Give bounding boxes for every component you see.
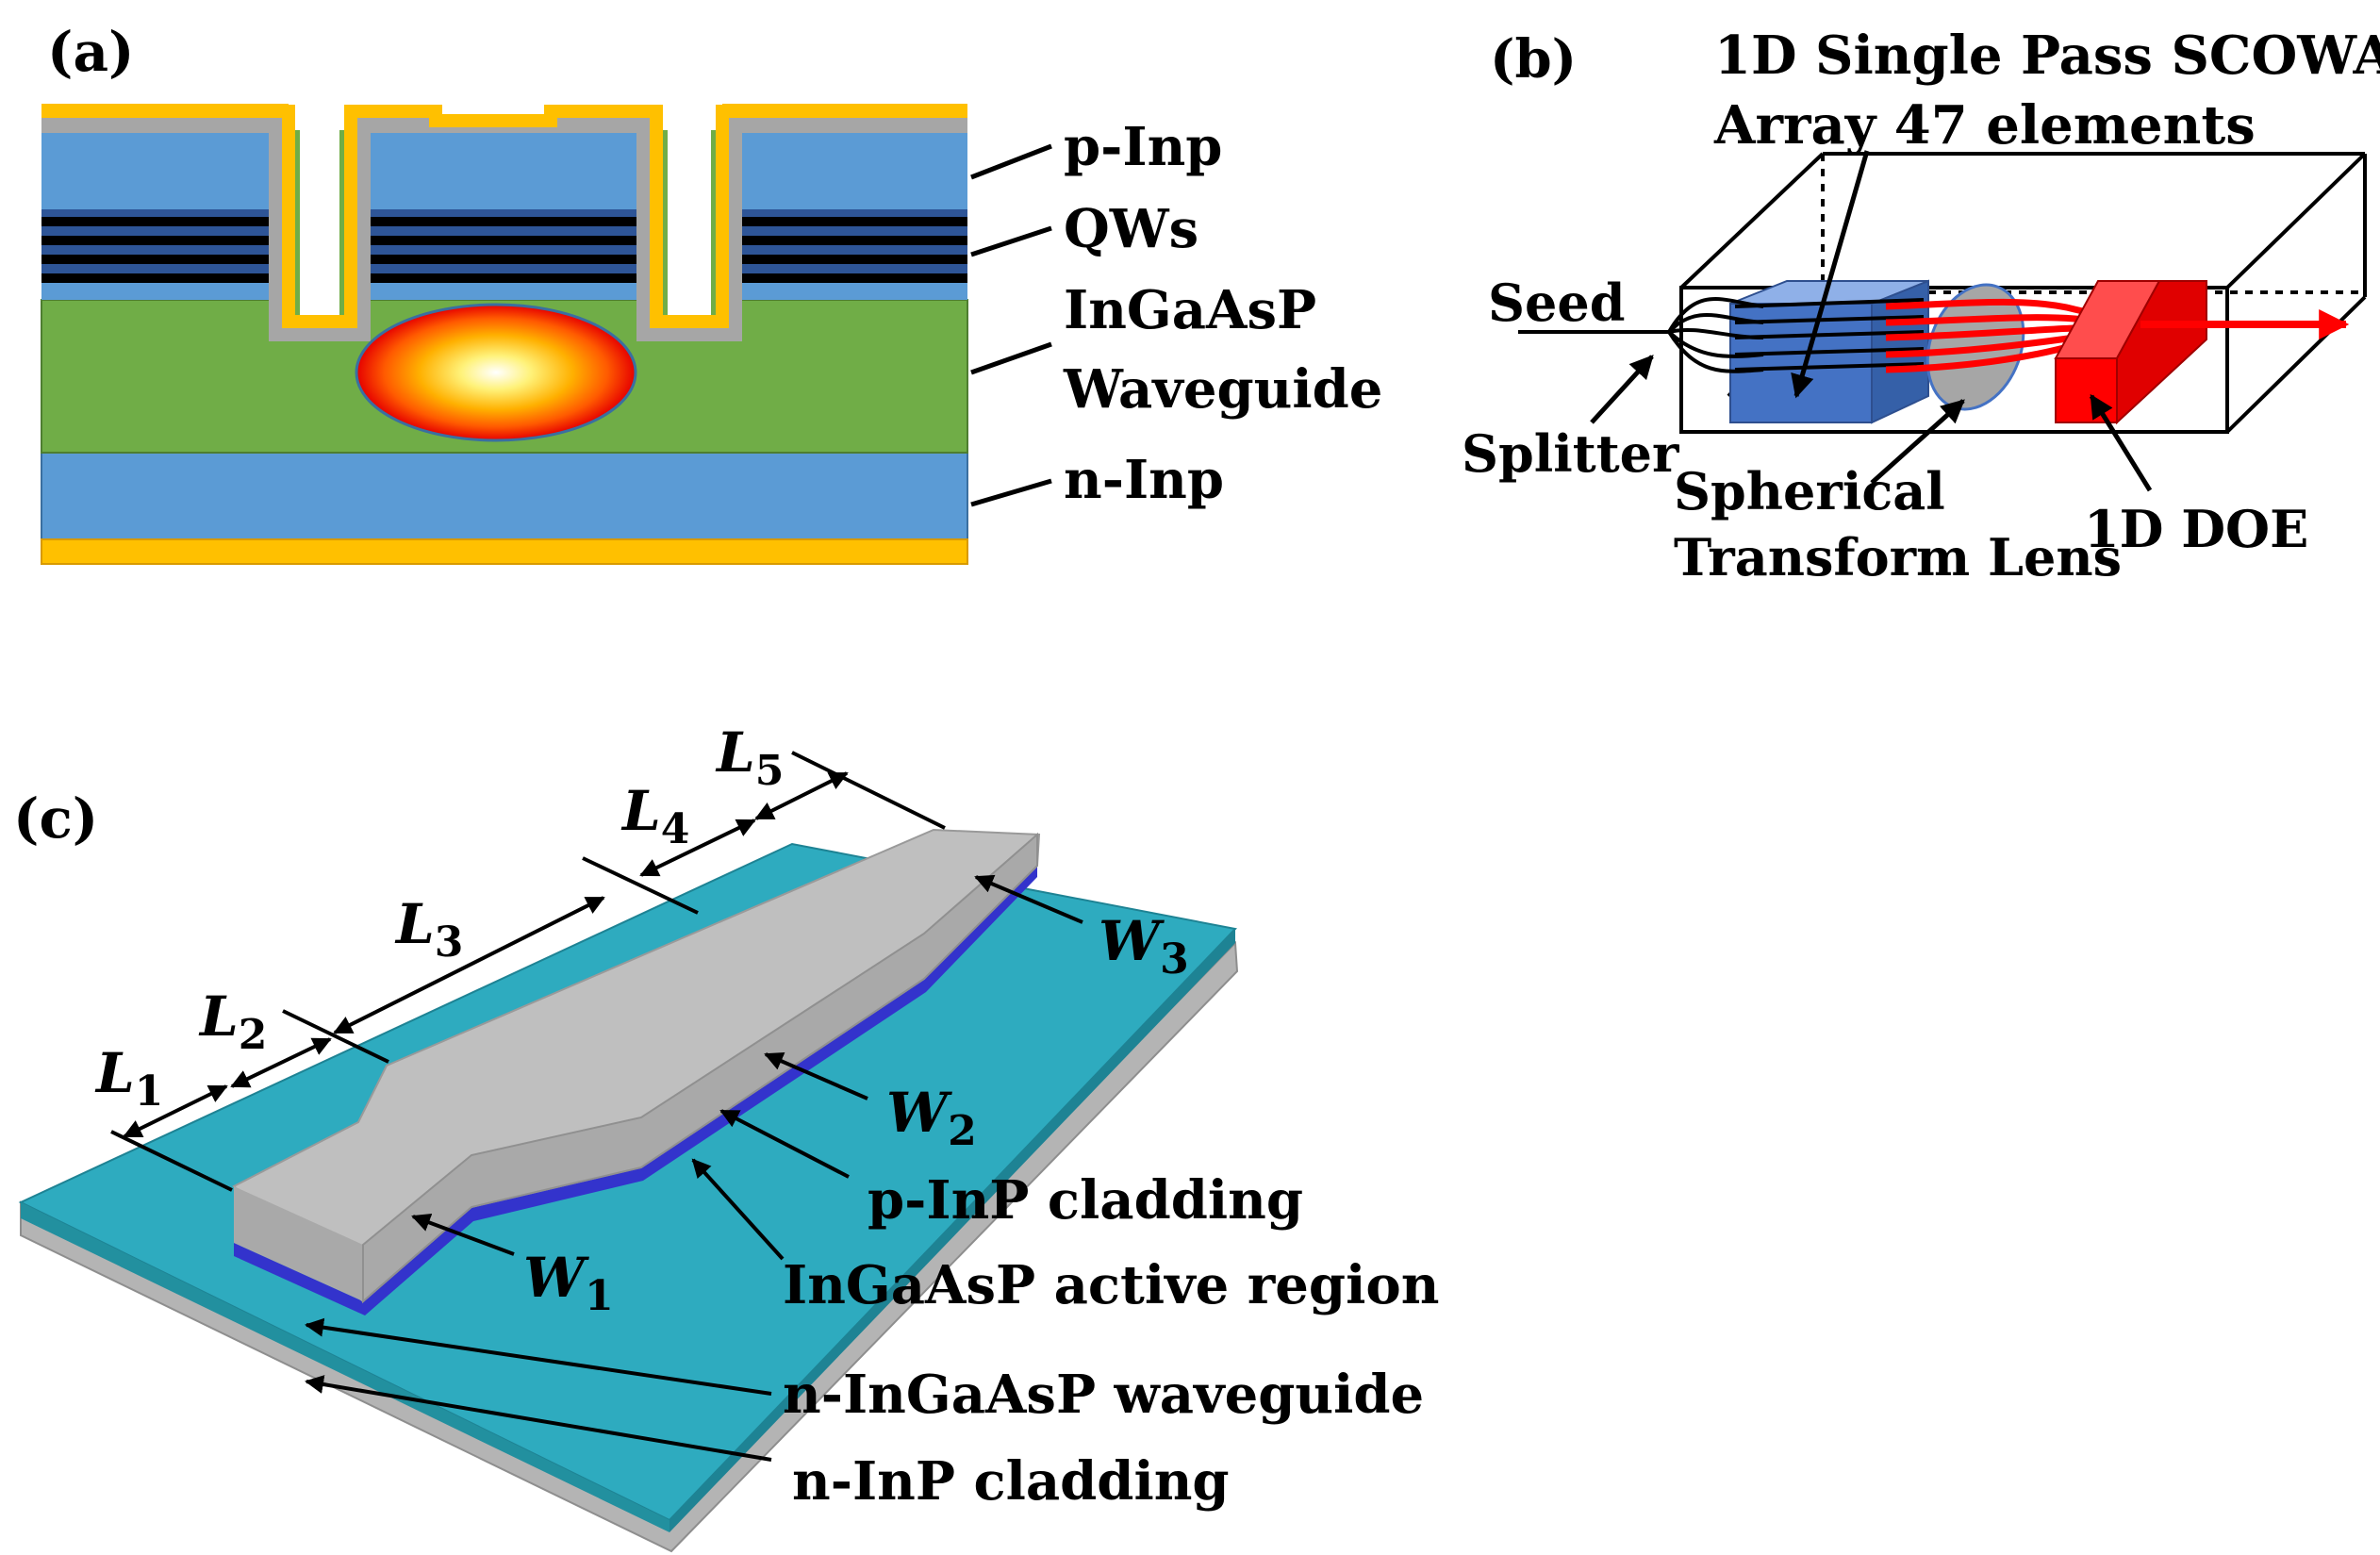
label-lens-1: Spherical bbox=[1674, 461, 1945, 521]
panel-c: (c) L1 L2 L3 L4 L5 bbox=[13, 720, 1439, 1553]
dim-L2: L2 bbox=[198, 984, 267, 1059]
top-contact bbox=[41, 105, 967, 328]
top-contact-bar-right bbox=[722, 104, 967, 115]
leader-p-inp bbox=[970, 143, 1052, 180]
panel-b: (b) 1D Single Pass SCOWA Array 47 elemen… bbox=[1462, 25, 2380, 587]
label-n-waveguide: n-InGaAsP waveguide bbox=[783, 1364, 1424, 1426]
dim-L3: L3 bbox=[394, 892, 463, 967]
width-leaders bbox=[305, 874, 1083, 1462]
n-inp-layer bbox=[41, 452, 968, 546]
leader-lens bbox=[1870, 399, 1965, 485]
leader-n-inp bbox=[970, 478, 1052, 507]
optical-mode bbox=[355, 303, 637, 442]
leader-doe bbox=[2089, 393, 2153, 492]
array-channels bbox=[1734, 298, 1925, 372]
top-contact-bar bbox=[41, 104, 289, 115]
trench-right-open bbox=[668, 94, 711, 321]
dim-L5: L5 bbox=[715, 720, 784, 795]
trench-left-open bbox=[300, 94, 339, 321]
ridge-front-face bbox=[362, 832, 1038, 1304]
label-seed: Seed bbox=[1488, 273, 1625, 333]
doe-element bbox=[2054, 280, 2207, 425]
leader-splitter bbox=[1590, 355, 1654, 424]
leader-waveguide bbox=[970, 341, 1052, 375]
label-p-inp-cladding: p-InP cladding bbox=[868, 1169, 1303, 1232]
dim-L4: L4 bbox=[620, 779, 689, 853]
label-n-inp: n-Inp bbox=[1064, 449, 1224, 511]
enclosure-box bbox=[1679, 152, 2367, 434]
leader-qws bbox=[970, 225, 1052, 257]
length-dimensions bbox=[110, 751, 946, 1192]
waveguide-slab-edge bbox=[21, 1202, 669, 1532]
leader-array bbox=[1791, 150, 1870, 399]
label-p-inp: p-Inp bbox=[1064, 116, 1222, 178]
label-doe: 1D DOE bbox=[2084, 499, 2308, 559]
panel-c-tag: (c) bbox=[13, 786, 98, 851]
label-active-region: InGaAsP active region bbox=[783, 1254, 1439, 1316]
panel-a: (a) bbox=[41, 20, 1382, 565]
label-waveguide: Waveguide bbox=[1063, 358, 1382, 421]
label-lens-2: Transform Lens bbox=[1674, 527, 2122, 587]
label-ingaasp: InGaAsP bbox=[1064, 279, 1316, 341]
label-splitter: Splitter bbox=[1462, 423, 1679, 484]
waveguide-slab-edge-right bbox=[669, 929, 1235, 1532]
dim-W1: W1 bbox=[523, 1246, 614, 1320]
panel-b-title-1: 1D Single Pass SCOWA bbox=[1714, 25, 2380, 87]
dim-W2: W2 bbox=[886, 1081, 977, 1155]
ridge-side bbox=[234, 1186, 363, 1301]
dim-W3: W3 bbox=[1099, 909, 1189, 984]
label-n-cladding: n-InP cladding bbox=[792, 1450, 1230, 1513]
quantum-wells bbox=[41, 209, 967, 283]
dim-L1: L1 bbox=[94, 1041, 163, 1116]
panel-a-tag: (a) bbox=[47, 20, 134, 84]
panel-b-title-2: Array 47 elements bbox=[1713, 94, 2256, 157]
panel-b-tag: (b) bbox=[1490, 28, 1577, 91]
bottom-contact bbox=[41, 538, 968, 565]
label-qws: QWs bbox=[1064, 198, 1198, 260]
